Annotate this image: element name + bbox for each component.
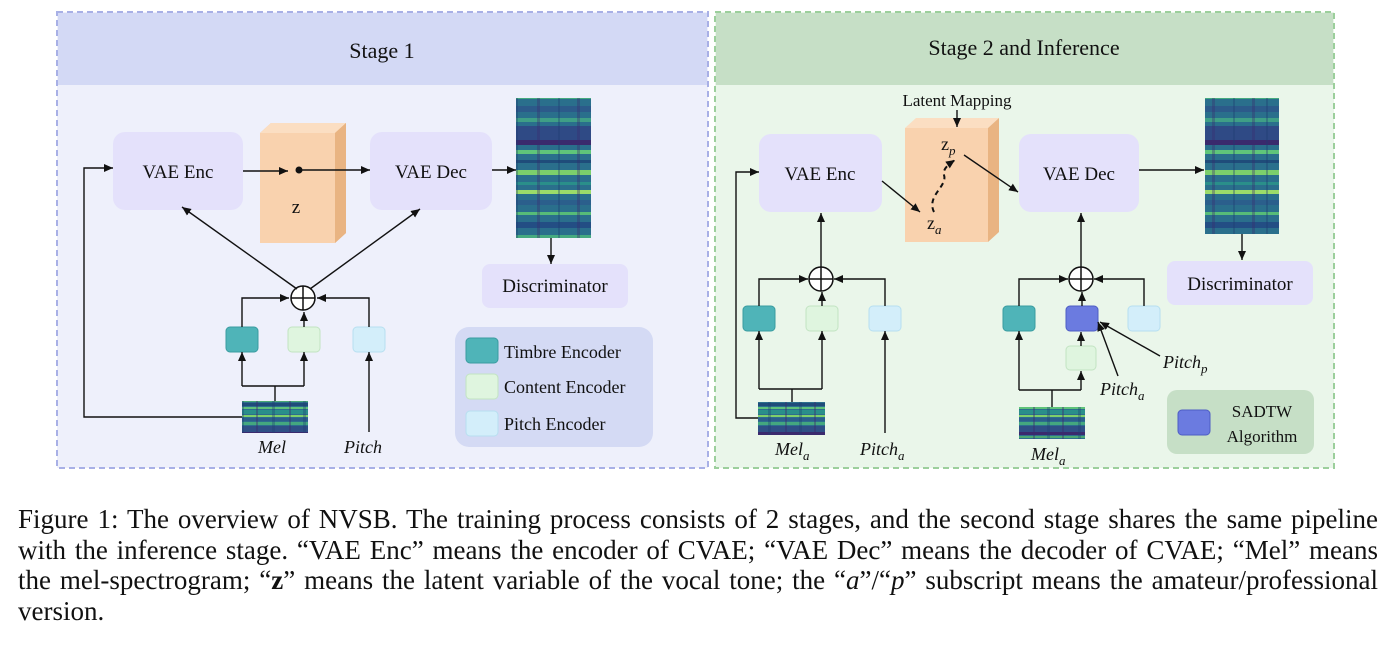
latent-mapping-label: Latent Mapping (902, 91, 1012, 110)
caption-text-2: ” means the latent variable of the vocal… (283, 565, 847, 595)
z-p-label: zp (941, 134, 956, 158)
stage2-latent-block: zp za (905, 118, 999, 242)
caption-sep: ”/“ (859, 565, 892, 595)
stage2-right-timbre-encoder (1002, 305, 1036, 332)
stage2-right-pitch-encoder (1127, 305, 1161, 332)
stage1-latent-block: z (260, 123, 346, 243)
stage2-pitch-a2-label: Pitcha (1099, 379, 1145, 403)
caption-a: a (846, 565, 860, 595)
stage2-mel-a2-label: Mela (1030, 444, 1066, 468)
stage1-timbre-encoder (225, 326, 259, 353)
stage2-mel-a-label: Mela (774, 439, 810, 463)
nvsb-overview-diagram: Stage 1 VAE Enc z VAE Dec Discriminator (56, 11, 1335, 469)
legend-content-swatch (465, 373, 499, 400)
stage2-left-timbre-encoder (742, 305, 776, 332)
sadtw-legend: SADTW Algorithm (1167, 390, 1314, 454)
sadtw-legend-box (1167, 390, 1314, 454)
sadtw-legend-line2: Algorithm (1227, 427, 1298, 446)
stage2-left-content-encoder (805, 305, 839, 332)
stage2-mel-a-spectrogram (758, 402, 825, 435)
caption-z: z (271, 565, 284, 595)
stage2-vae-dec-label: VAE Dec (1043, 164, 1115, 185)
stage2-discriminator-label: Discriminator (1187, 274, 1293, 295)
stage1-output-spectrogram (516, 98, 591, 238)
stage1-mel-spectrogram (242, 401, 308, 433)
legend-timbre-swatch (465, 337, 499, 364)
stage2-pitch-a-label: Pitcha (859, 439, 905, 463)
caption-p: p (891, 565, 905, 595)
stage2-title: Stage 2 and Inference (928, 35, 1119, 60)
stage1-vae-dec-box (370, 132, 492, 210)
z-a-label: za (927, 213, 942, 237)
legend-box (455, 327, 653, 447)
stage2-right-content-encoder (1065, 345, 1097, 371)
stage2-vae-dec-box (1019, 134, 1139, 212)
stage2-sum-node-left (808, 266, 834, 292)
legend-timbre-label: Timbre Encoder (504, 342, 621, 362)
stage2-discriminator-box (1167, 261, 1313, 305)
legend-pitch-swatch (465, 410, 499, 437)
caption-text-3: ” subscript means the amateur/profession… (18, 565, 1378, 626)
stage2-vae-enc-label: VAE Enc (785, 164, 856, 185)
figure-caption: Figure 1: The overview of NVSB. The trai… (18, 504, 1378, 626)
stage2-panel: Stage 2 and Inference Latent Mapping VAE… (714, 11, 1335, 469)
stage1-latent-label: z (292, 197, 300, 218)
stage2-pitch-p-label: Pitchp (1162, 352, 1208, 376)
stage1-legend: Timbre Encoder Content Encoder Pitch Enc… (455, 327, 653, 447)
caption-label: Figure 1: (18, 504, 119, 534)
caption-text-1: The overview of NVSB. The training proce… (18, 504, 1379, 595)
stage1-mel-label: Mel (257, 437, 286, 457)
stage1-discriminator-box (482, 264, 628, 308)
stage1-arrows (83, 164, 555, 432)
stage1-content-encoder (287, 326, 321, 353)
stage1-panel: Stage 1 VAE Enc z VAE Dec Discriminator (56, 11, 709, 469)
stage1-discriminator-label: Discriminator (502, 276, 608, 297)
stage2-vae-enc-box (759, 134, 882, 212)
stage2-output-spectrogram (1205, 98, 1279, 234)
stage2-sum-node-right (1068, 266, 1094, 292)
sadtw-legend-line1: SADTW (1232, 402, 1293, 421)
stage2-header (716, 13, 1333, 85)
legend-content-label: Content Encoder (504, 377, 625, 397)
stage2-sadtw-block (1065, 305, 1099, 332)
stage2-left-pitch-encoder (868, 305, 902, 332)
stage1-header (58, 13, 707, 85)
legend-pitch-label: Pitch Encoder (504, 414, 605, 434)
stage1-pitch-label: Pitch (343, 437, 382, 457)
stage2-arrows (735, 110, 1246, 433)
sadtw-legend-swatch (1177, 409, 1211, 436)
stage1-sum-node (290, 285, 316, 311)
stage1-title: Stage 1 (349, 38, 414, 63)
stage1-vae-enc-label: VAE Enc (143, 162, 214, 183)
latent-mapping-path (931, 159, 956, 213)
stage1-vae-dec-label: VAE Dec (395, 162, 467, 183)
stage1-pitch-encoder (352, 326, 386, 353)
stage2-mel-a2-spectrogram (1019, 407, 1085, 439)
stage1-vae-enc-box (113, 132, 243, 210)
